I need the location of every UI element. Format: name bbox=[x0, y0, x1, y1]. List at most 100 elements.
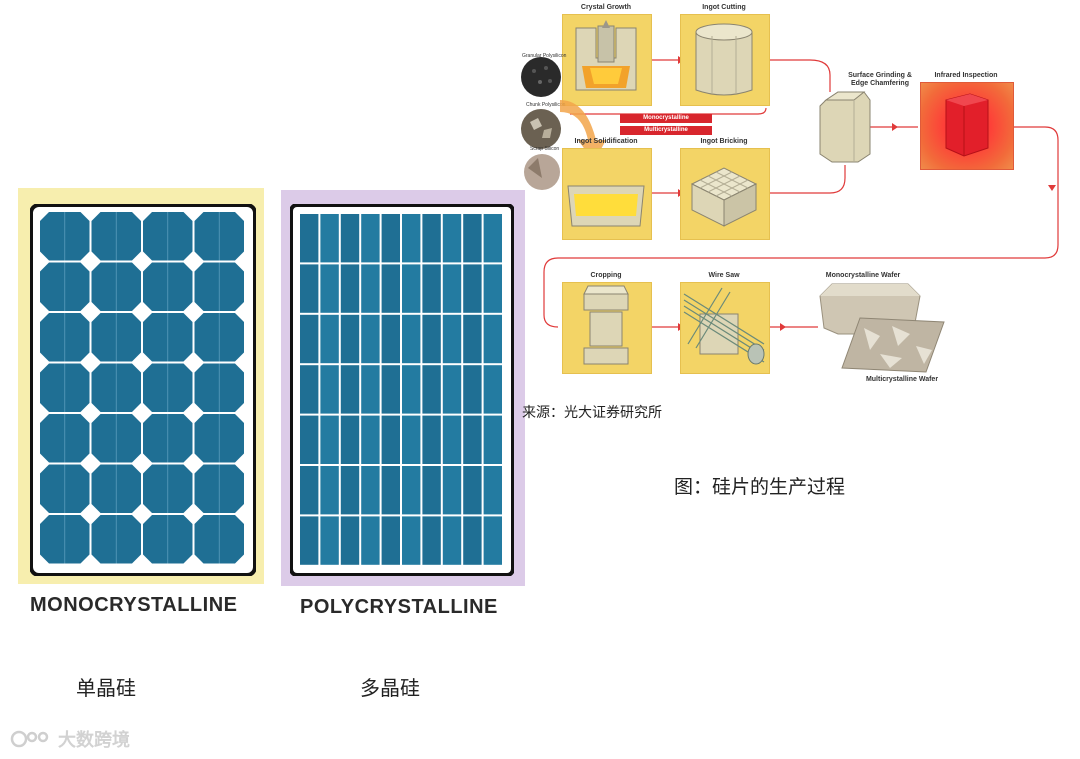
poly-cell bbox=[361, 264, 379, 312]
poly-cell bbox=[382, 516, 400, 564]
poly-cell bbox=[382, 416, 400, 464]
poly-cell bbox=[422, 466, 440, 514]
infrared-inspection-label: Infrared Inspection bbox=[920, 72, 1012, 79]
poly-cell bbox=[361, 416, 379, 464]
wire-saw-icon bbox=[682, 284, 766, 370]
cropping-block-icon bbox=[582, 284, 630, 370]
polycrystalline-label: POLYCRYSTALLINE bbox=[300, 596, 498, 619]
poly-cell bbox=[443, 315, 461, 363]
mono-cn-caption: 单晶硅 bbox=[76, 672, 136, 701]
grinding-block-icon bbox=[818, 90, 872, 164]
polycrystalline-panel bbox=[290, 204, 514, 576]
multi-wafer-label: Multicrystalline Wafer bbox=[852, 376, 952, 383]
poly-cell bbox=[341, 365, 359, 413]
poly-cell bbox=[463, 516, 481, 564]
poly-cell bbox=[361, 214, 379, 262]
poly-cell bbox=[484, 365, 502, 413]
poly-cell bbox=[300, 315, 318, 363]
ingot-solidification-label: Ingot Solidification bbox=[562, 138, 650, 145]
poly-cell bbox=[443, 264, 461, 312]
poly-cell bbox=[341, 466, 359, 514]
scrap-silicon-label: Scrap Silicon bbox=[530, 146, 559, 152]
monocrystalline-tag: Monocrystalline bbox=[620, 114, 712, 123]
watermark: 大数跨境 bbox=[10, 726, 130, 752]
poly-cell bbox=[463, 264, 481, 312]
poly-cell bbox=[402, 264, 420, 312]
monocrystalline-panel bbox=[30, 204, 256, 576]
poly-cell bbox=[402, 416, 420, 464]
ingot-cylinder-icon bbox=[690, 20, 758, 100]
poly-cell bbox=[320, 466, 338, 514]
poly-cell bbox=[422, 315, 440, 363]
poly-cell bbox=[463, 214, 481, 262]
cropping-label: Cropping bbox=[562, 272, 650, 279]
poly-cell bbox=[484, 466, 502, 514]
poly-cell bbox=[382, 264, 400, 312]
poly-cell bbox=[382, 315, 400, 363]
poly-cell bbox=[382, 214, 400, 262]
poly-cell bbox=[361, 315, 379, 363]
poly-cell bbox=[422, 416, 440, 464]
crystal-furnace-icon bbox=[568, 18, 644, 100]
poly-cell bbox=[300, 516, 318, 564]
poly-cell bbox=[320, 214, 338, 262]
poly-cell bbox=[484, 416, 502, 464]
poly-cell bbox=[443, 516, 461, 564]
mono-wafer-label: Monocrystalline Wafer bbox=[808, 272, 918, 279]
poly-cell bbox=[422, 264, 440, 312]
poly-cell bbox=[484, 214, 502, 262]
poly-cell bbox=[320, 416, 338, 464]
watermark-logo-icon bbox=[10, 727, 52, 751]
poly-cell bbox=[443, 365, 461, 413]
ingot-cutting-label: Ingot Cutting bbox=[680, 4, 768, 11]
poly-cell bbox=[443, 466, 461, 514]
source-note: 来源：光大证券研究所 bbox=[522, 402, 662, 422]
poly-cell bbox=[300, 214, 318, 262]
poly-cell bbox=[382, 466, 400, 514]
poly-cell bbox=[443, 416, 461, 464]
poly-cell bbox=[341, 264, 359, 312]
poly-cell bbox=[484, 516, 502, 564]
poly-cell bbox=[320, 264, 338, 312]
poly-cell bbox=[463, 365, 481, 413]
poly-cell bbox=[361, 516, 379, 564]
ingot-bricking-label: Ingot Bricking bbox=[680, 138, 768, 145]
edge-chamfering-label: Edge Chamfering bbox=[840, 80, 920, 87]
poly-cell bbox=[402, 365, 420, 413]
poly-cell bbox=[463, 466, 481, 514]
multicrystalline-wafer-icon bbox=[840, 316, 946, 374]
poly-cell bbox=[341, 214, 359, 262]
poly-cell bbox=[484, 315, 502, 363]
poly-cell bbox=[361, 365, 379, 413]
crystal-growth-label: Crystal Growth bbox=[562, 4, 650, 11]
poly-cell bbox=[300, 416, 318, 464]
watermark-text: 大数跨境 bbox=[58, 726, 130, 752]
poly-cell bbox=[402, 315, 420, 363]
poly-cell bbox=[484, 264, 502, 312]
brick-grid-icon bbox=[686, 160, 762, 230]
poly-cell bbox=[402, 214, 420, 262]
surface-grinding-label: Surface Grinding & bbox=[840, 72, 920, 79]
poly-cell bbox=[300, 466, 318, 514]
poly-cell bbox=[341, 516, 359, 564]
wire-saw-label: Wire Saw bbox=[680, 272, 768, 279]
poly-cell bbox=[382, 365, 400, 413]
poly-cell bbox=[341, 416, 359, 464]
monocrystalline-label: MONOCRYSTALLINE bbox=[30, 594, 238, 617]
poly-cell bbox=[341, 315, 359, 363]
poly-cell bbox=[463, 416, 481, 464]
poly-cell bbox=[402, 466, 420, 514]
crucible-icon bbox=[566, 176, 646, 230]
poly-cell bbox=[402, 516, 420, 564]
multicrystalline-tag: Multicrystalline bbox=[620, 126, 712, 135]
poly-cell bbox=[361, 466, 379, 514]
poly-cn-caption: 多晶硅 bbox=[360, 672, 420, 701]
poly-cell bbox=[422, 214, 440, 262]
poly-cell bbox=[422, 365, 440, 413]
poly-cell bbox=[422, 516, 440, 564]
poly-cell bbox=[320, 365, 338, 413]
poly-cell bbox=[300, 264, 318, 312]
poly-cell bbox=[463, 315, 481, 363]
figure-caption: 图：硅片的生产过程 bbox=[674, 472, 845, 499]
poly-cell bbox=[320, 516, 338, 564]
